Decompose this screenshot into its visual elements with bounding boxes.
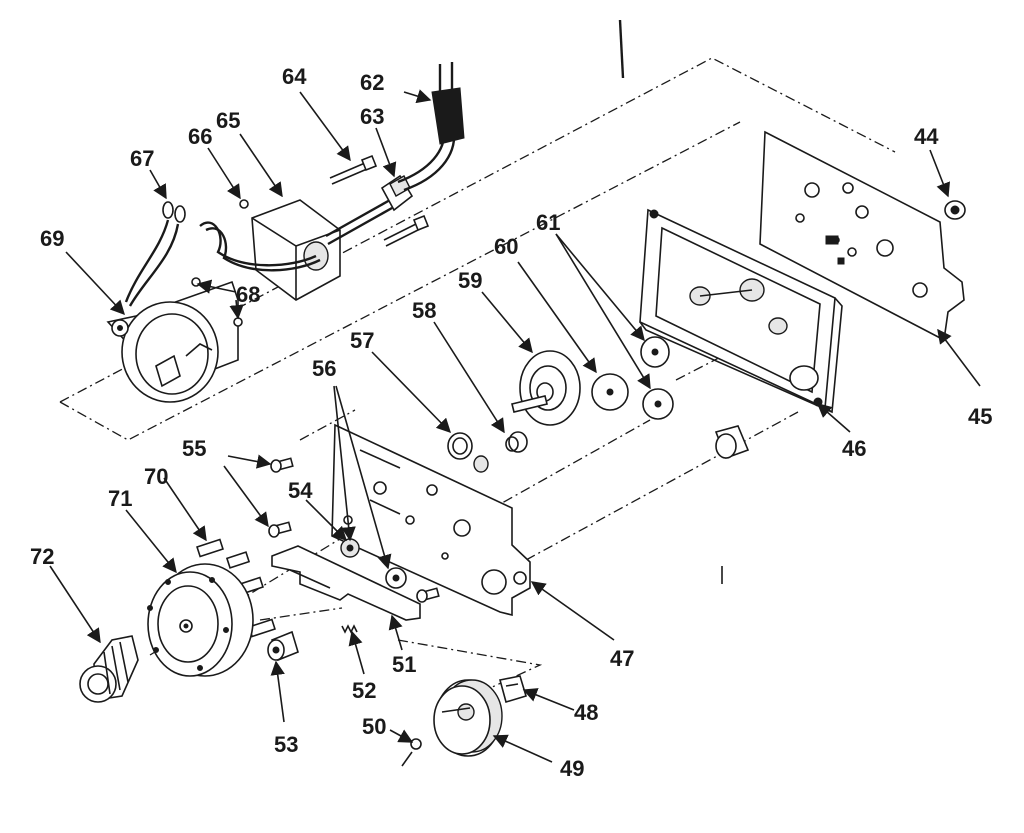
front-plate-47	[331, 423, 531, 617]
screw-64b	[383, 214, 430, 247]
label-56: 56	[312, 356, 336, 381]
label-44: 44	[914, 124, 939, 149]
label-66: 66	[188, 124, 212, 149]
clip-48	[499, 675, 527, 704]
wiring-harness	[124, 198, 393, 307]
power-cord-62	[397, 62, 465, 192]
screw-66	[239, 199, 249, 209]
label-60: 60	[494, 234, 518, 259]
label-67: 67	[130, 146, 154, 171]
label-64: 64	[282, 64, 307, 89]
label-62: 62	[360, 70, 384, 95]
gear-housing-46	[639, 208, 843, 414]
label-65: 65	[216, 108, 240, 133]
label-49: 49	[560, 756, 584, 781]
label-51: 51	[392, 652, 416, 677]
label-47: 47	[610, 646, 634, 671]
label-52: 52	[352, 678, 376, 703]
label-57: 57	[350, 328, 374, 353]
slide-bar-51	[271, 545, 421, 621]
ring-50	[401, 738, 422, 767]
gear-61-upper	[640, 336, 670, 368]
knob-72	[79, 635, 139, 703]
label-59: 59	[458, 268, 482, 293]
scan-mark	[618, 19, 625, 79]
label-54: 54	[288, 478, 313, 503]
label-61: 61	[536, 210, 560, 235]
label-72: 72	[30, 544, 54, 569]
screw-plate-47	[416, 587, 440, 603]
gear-60	[591, 373, 629, 411]
bushing-57	[447, 432, 489, 473]
pinion-54	[340, 538, 360, 558]
wire-nuts-67	[162, 201, 186, 223]
label-45: 45	[968, 404, 992, 429]
screw-53	[267, 630, 299, 662]
spacer-bushing	[714, 425, 750, 460]
label-71: 71	[108, 486, 132, 511]
screw-55-upper	[270, 457, 294, 473]
bushing-58	[505, 431, 528, 453]
spring-52	[341, 624, 358, 634]
strain-relief-63	[380, 174, 414, 212]
motor-69	[106, 280, 239, 403]
screw-55-lower	[268, 521, 292, 538]
washer-56	[385, 567, 407, 589]
motor-cover-71	[147, 563, 254, 677]
gear-59	[511, 350, 581, 426]
label-58: 58	[412, 298, 436, 323]
label-69: 69	[40, 226, 64, 251]
label-70: 70	[144, 464, 168, 489]
rear-plate-45	[759, 130, 965, 342]
label-50: 50	[362, 714, 386, 739]
screw-64	[329, 154, 378, 185]
label-48: 48	[574, 700, 598, 725]
terminal-box-65	[251, 199, 341, 301]
label-68: 68	[236, 282, 260, 307]
label-46: 46	[842, 436, 866, 461]
gear-61-lower	[642, 388, 674, 420]
label-63: 63	[360, 104, 384, 129]
part-labels: 44 45 46 47 48 49 50 51 52 53 54 55 56 5…	[30, 64, 992, 781]
grommet-44	[944, 200, 966, 220]
dial-gear-49	[433, 679, 503, 757]
label-55: 55	[182, 436, 206, 461]
leader-lines	[49, 89, 981, 763]
label-53: 53	[274, 732, 298, 757]
